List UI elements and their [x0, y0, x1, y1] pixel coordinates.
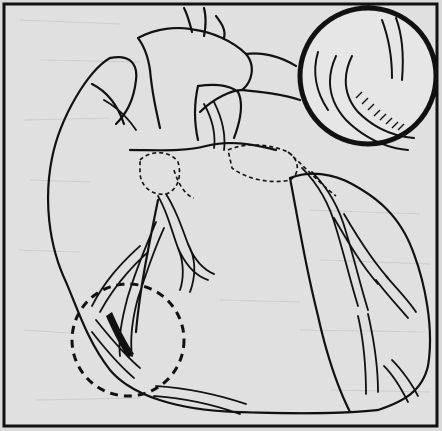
heart-diagram [0, 0, 442, 431]
illustration-frame [0, 0, 442, 431]
